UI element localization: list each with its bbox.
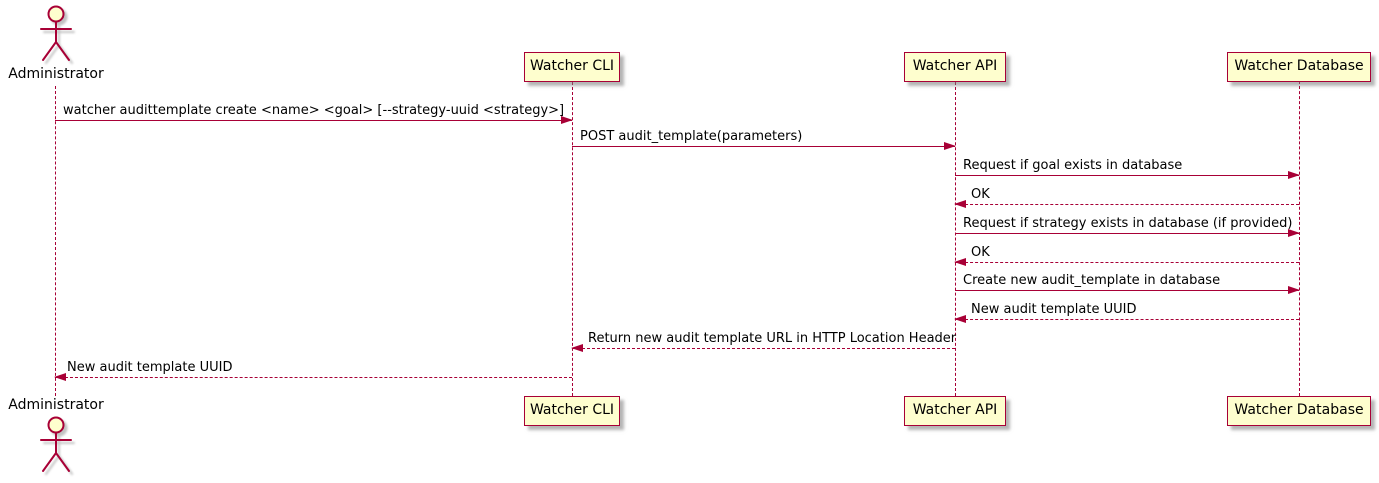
message-line	[955, 175, 1299, 176]
message-line	[955, 319, 1299, 320]
person-icon	[40, 5, 72, 61]
message-line	[955, 233, 1299, 234]
participant-watcher-database-top: Watcher Database	[1227, 52, 1371, 82]
message-label: Create new audit_template in database	[963, 273, 1221, 288]
actor-label: Administrator	[8, 397, 104, 413]
lifeline-administrator	[55, 86, 56, 396]
arrowhead-left-icon	[954, 314, 966, 323]
participant-watcher-api-top: Watcher API	[904, 52, 1006, 82]
arrowhead-left-icon	[571, 343, 583, 352]
participant-watcher-database-bottom: Watcher Database	[1227, 396, 1371, 426]
message-line	[955, 290, 1299, 291]
message-label: New audit template UUID	[971, 302, 1137, 317]
arrowhead-right-icon	[1288, 228, 1300, 237]
actor-administrator-bottom: Administrator	[0, 397, 112, 477]
actor-administrator-top: Administrator	[0, 4, 112, 82]
arrowhead-right-icon	[561, 115, 573, 124]
arrowhead-left-icon	[954, 199, 966, 208]
arrowhead-right-icon	[944, 141, 956, 150]
person-icon	[40, 416, 72, 472]
arrowhead-left-icon	[54, 372, 66, 381]
lifeline-watcher-cli	[572, 82, 573, 396]
message-label: POST audit_template(parameters)	[580, 129, 803, 144]
message-label: New audit template UUID	[67, 360, 233, 375]
actor-label: Administrator	[8, 66, 104, 82]
message-line	[572, 146, 955, 147]
participant-watcher-cli-bottom: Watcher CLI	[524, 396, 620, 426]
message-line	[572, 348, 955, 349]
message-line	[955, 262, 1299, 263]
message-label: watcher audittemplate create <name> <goa…	[63, 103, 565, 118]
lifeline-watcher-database	[1299, 81, 1300, 396]
lifeline-watcher-api	[955, 82, 956, 396]
message-label: Request if strategy exists in database (…	[963, 216, 1293, 231]
participant-watcher-cli-top: Watcher CLI	[524, 52, 620, 82]
message-label: Request if goal exists in database	[963, 158, 1183, 173]
arrowhead-left-icon	[954, 257, 966, 266]
arrowhead-right-icon	[1288, 285, 1300, 294]
participant-watcher-api-bottom: Watcher API	[904, 396, 1006, 426]
message-label: OK	[971, 245, 990, 260]
message-line	[955, 204, 1299, 205]
message-label: Return new audit template URL in HTTP Lo…	[588, 331, 957, 346]
message-label: OK	[971, 187, 990, 202]
message-line	[55, 120, 572, 121]
arrowhead-right-icon	[1288, 170, 1300, 179]
message-line	[55, 377, 572, 378]
